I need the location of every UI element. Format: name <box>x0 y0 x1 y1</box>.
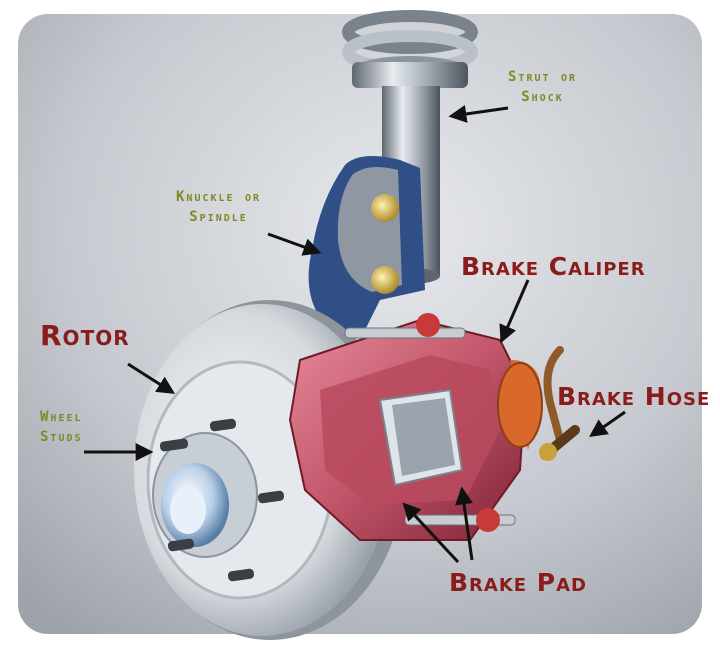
wheel-studs <box>159 418 285 582</box>
pad-arrow-left <box>402 502 460 564</box>
strut-label: Strut or Shock <box>508 70 577 104</box>
caliper-label: Brake Caliper <box>461 252 646 281</box>
knuckle-spindle <box>308 156 425 330</box>
knuckle-arrow <box>267 232 322 256</box>
hose-label: Brake Hose <box>557 382 711 411</box>
studs-label-line1: Wheel <box>40 409 83 425</box>
studs-label: Wheel Studs <box>40 410 83 444</box>
knuckle-label-line1: Knuckle or <box>176 189 262 205</box>
pad-arrow-right <box>455 486 474 561</box>
rotor-arrow <box>127 362 176 394</box>
rotor-label: Rotor <box>40 319 130 352</box>
strut-label-line2: Shock <box>521 89 564 105</box>
wheel-hub <box>152 432 258 558</box>
knuckle-label: Knuckle or Spindle <box>176 190 261 224</box>
strut-arrow <box>448 105 509 123</box>
brake-caliper <box>288 313 527 541</box>
strut-label-line1: Strut or <box>508 69 577 85</box>
knuckle-label-line2: Spindle <box>189 209 248 225</box>
leader-arrows <box>84 105 626 564</box>
caliper-arrow <box>499 279 530 344</box>
hose-arrow <box>589 410 626 438</box>
studs-label-line2: Studs <box>40 429 83 445</box>
brake-hose <box>497 346 580 461</box>
pad-label: Brake Pad <box>449 568 587 597</box>
